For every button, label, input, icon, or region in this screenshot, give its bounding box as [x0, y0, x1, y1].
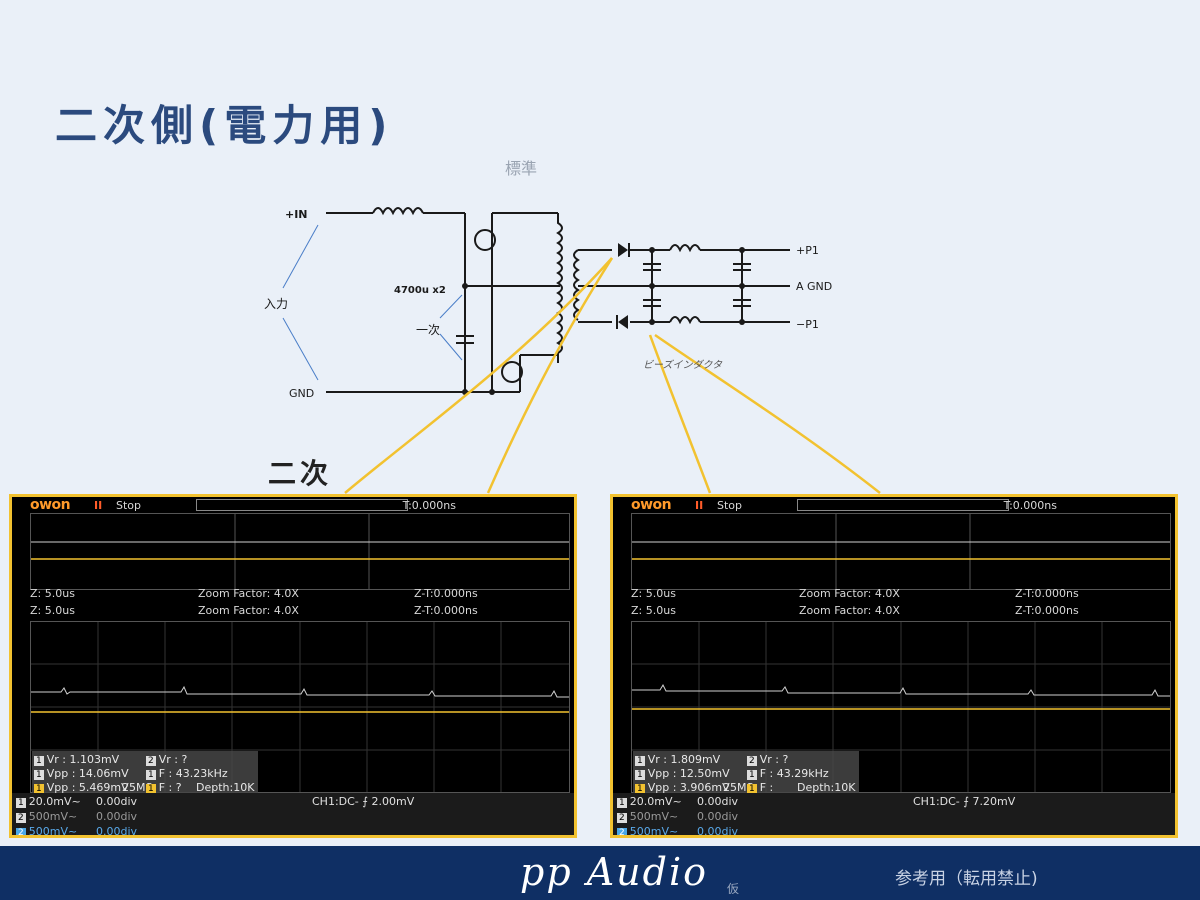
status-text: Stop [116, 499, 142, 512]
ch-scale: 500mV~ [629, 825, 679, 838]
upper-traces [31, 514, 569, 589]
label-out-plus: +P1 [796, 244, 819, 257]
meas-vpp: Vpp : 14.06mV [46, 767, 129, 780]
scope-header: owon II Stop T:0.000ns [613, 497, 1175, 513]
label-gnd: GND [289, 387, 314, 400]
upper-waveform-area [631, 513, 1171, 590]
label-in-plus: +IN [285, 208, 308, 221]
lower-waveform-area [30, 621, 570, 793]
scope-section-label: 二次 [268, 457, 333, 490]
meas-vbottom: Vpp : 5.469mV [46, 781, 129, 794]
meas-vr1: Vr : 1.103mV [46, 753, 120, 766]
brand-logo: pp Audio [520, 850, 709, 894]
label-cap: 4700u x2 [394, 285, 446, 296]
reference-note: 参考用（転用禁止) [895, 869, 1038, 889]
meas-vr2: Vr : ? [759, 753, 789, 766]
ch-offset: 0.00div [697, 825, 739, 838]
zoom-z: Z: 5.0us [30, 587, 75, 600]
meas-vpp: Vpp : 12.50mV [647, 767, 730, 780]
run-indicator: II [94, 499, 103, 512]
upper-waveform-area [30, 513, 570, 590]
scope-screenshot-left: owon II Stop T:0.000ns Z: 5.0us Zoom Fac… [9, 494, 577, 838]
zoom-zt: Z-T:0.000ns [414, 587, 478, 600]
status-text: Stop [717, 499, 743, 512]
meas-rate: 25MS [723, 781, 754, 794]
ch-scale: 500mV~ [28, 825, 78, 838]
ch-scale: 20.0mV~ [28, 795, 81, 808]
zoom-zt: Z-T:0.000ns [1015, 587, 1079, 600]
standard-label: 標準 [505, 159, 538, 178]
trigger-setting: CH1:DC- ⨍ 7.20mV [913, 795, 1016, 808]
zoom-factor: Zoom Factor: 4.0X [198, 587, 299, 600]
owon-logo: owon [30, 497, 71, 513]
label-out-minus: −P1 [796, 318, 819, 331]
label-agnd: A GND [796, 280, 832, 293]
label-primary: 一次 [416, 323, 440, 337]
scope-screenshot-right: owon II Stop T:0.000ns Z: 5.0us Zoom Fac… [610, 494, 1178, 838]
meas-vr1: Vr : 1.809mV [647, 753, 721, 766]
label-bead: ビーズインダクタ [643, 359, 723, 371]
zoom-zt: Z-T:0.000ns [414, 604, 478, 617]
meas-vr2: Vr : ? [158, 753, 188, 766]
brand-sub: 仮 [727, 882, 740, 896]
trigger-setting: CH1:DC- ⨍ 2.00mV [312, 795, 415, 808]
meas-vbottom: Vpp : 3.906mV [647, 781, 730, 794]
ch-offset: 0.00div [96, 825, 138, 838]
meas-freq: F : 43.23kHz [158, 767, 228, 780]
zoom-z: Z: 5.0us [631, 604, 676, 617]
ch-scale: 20.0mV~ [629, 795, 682, 808]
run-indicator: II [695, 499, 704, 512]
ch-scale: 500mV~ [28, 810, 78, 823]
ch-offset: 0.00div [96, 795, 138, 808]
ch-offset: 0.00div [96, 810, 138, 823]
zoom-factor: Zoom Factor: 4.0X [198, 604, 299, 617]
ch-scale: 500mV~ [629, 810, 679, 823]
upper-traces [632, 514, 1170, 589]
owon-logo: owon [631, 497, 672, 513]
ch-offset: 0.00div [697, 795, 739, 808]
timebase-window [797, 499, 1009, 511]
zoom-z: Z: 5.0us [30, 604, 75, 617]
zoom-factor: Zoom Factor: 4.0X [799, 587, 900, 600]
zoom-z: Z: 5.0us [631, 587, 676, 600]
meas-freq: F : 43.29kHz [759, 767, 829, 780]
trigger-time: T:0.000ns [1003, 499, 1057, 512]
meas-f2: F : ? [158, 781, 182, 794]
zoom-factor: Zoom Factor: 4.0X [799, 604, 900, 617]
label-input: 入力 [264, 297, 288, 311]
ch-offset: 0.00div [697, 810, 739, 823]
meas-depth: Depth:10K [797, 781, 856, 794]
meas-f2: F : [759, 781, 774, 794]
footer-bar [0, 846, 1200, 900]
page-title: 二次側(電力用) [55, 101, 394, 150]
scope-header: owon II Stop T:0.000ns [12, 497, 574, 513]
timebase-window [196, 499, 408, 511]
meas-depth: Depth:10K [196, 781, 255, 794]
zoom-zt: Z-T:0.000ns [1015, 604, 1079, 617]
trigger-time: T:0.000ns [402, 499, 456, 512]
meas-rate: 25MS [122, 781, 153, 794]
